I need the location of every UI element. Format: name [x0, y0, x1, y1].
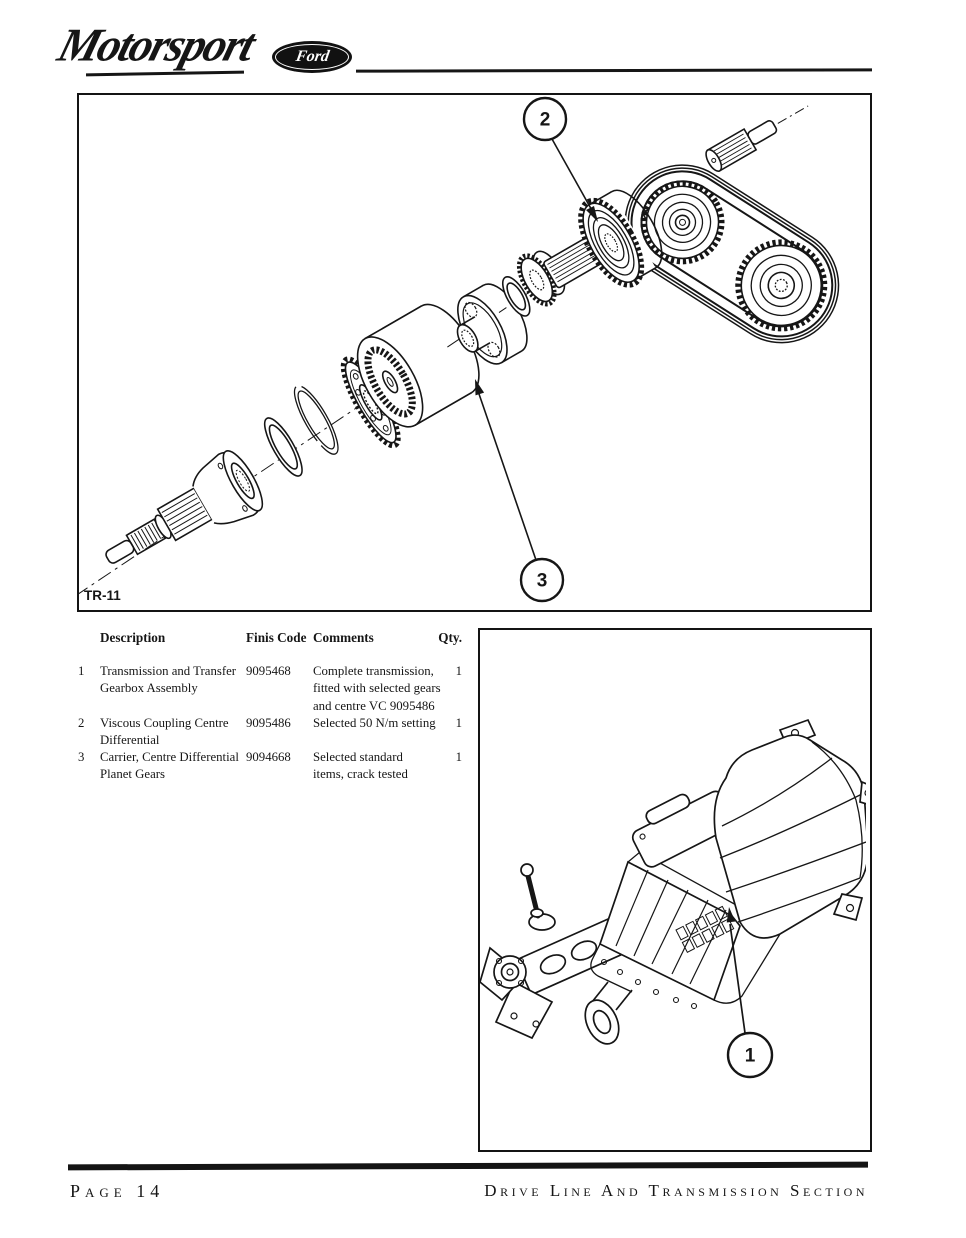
col-qty: Qty.: [438, 630, 462, 645]
ford-logo-text: Ford: [294, 48, 331, 65]
row-num: 2: [78, 715, 85, 730]
col-finis-code: Finis Code: [246, 630, 307, 645]
row-qty: 1: [455, 715, 462, 730]
output-shaft: [105, 450, 264, 564]
row-num: 3: [78, 750, 85, 765]
row-description: Viscous Coupling Centre Differential: [100, 715, 229, 748]
page-number: Page 14: [70, 1181, 165, 1201]
ford-logo: Ford: [272, 41, 352, 73]
header-rule: [355, 68, 873, 73]
section-title: Drive Line And Transmission Section: [484, 1181, 868, 1200]
chain-sprocket-upper: [640, 180, 725, 265]
table-row: 3 Carrier, Centre Differential Planet Ge…: [78, 749, 470, 783]
thrust-washer: [501, 276, 531, 317]
callout-2: 2: [522, 96, 598, 222]
motorsport-logo: Motorsport: [52, 18, 260, 71]
table-row: 2 Viscous Coupling Centre Differential 9…: [78, 715, 470, 749]
exploded-axis-group: [74, 105, 840, 597]
callout-1-number: 1: [745, 1046, 756, 1067]
bell-housing: [713, 718, 877, 939]
row-comments: Selected standard items, crack tested: [313, 750, 408, 782]
gearbox-drawing: 1: [479, 718, 877, 1079]
row-comments: Complete transmission, fitted with selec…: [313, 664, 441, 713]
viscous-coupling-drum: [356, 303, 480, 428]
callout-3-number: 3: [537, 571, 548, 592]
callout-2-number: 2: [540, 110, 551, 131]
table-row: 1 Transmission and Transfer Gearbox Asse…: [78, 663, 470, 715]
gearbox-figure: 1: [478, 628, 877, 1152]
planet-carrier: [456, 283, 528, 365]
row-qty: 1: [455, 664, 462, 679]
ford-oval-ring: [275, 44, 349, 70]
row-finis-code: 9094668: [246, 750, 291, 765]
col-description: Description: [100, 630, 166, 645]
col-comments: Comments: [313, 630, 374, 645]
washer-ring: [263, 417, 303, 477]
callout-3: 3: [475, 379, 565, 603]
figure-label: TR-11: [84, 588, 121, 603]
transfer-chain: [624, 164, 840, 344]
splined-hub: [516, 250, 566, 307]
stub-shaft: [705, 105, 809, 172]
output-flange: [479, 946, 527, 1002]
exploded-view-drawing: 2 3 TR-11: [74, 96, 840, 603]
exploded-view-figure: 2 3 TR-11: [74, 93, 872, 612]
row-description: Transmission and Transfer Gearbox Assemb…: [100, 664, 237, 696]
bottom-output-stub: [584, 981, 633, 1045]
row-finis-code: 9095468: [246, 664, 291, 679]
drive-pulley: [578, 189, 663, 288]
parts-table-header: Description Finis Code Comments Qty.: [78, 629, 470, 646]
row-num: 1: [78, 664, 85, 679]
snap-ring: [293, 385, 339, 455]
row-finis-code: 9095486: [246, 715, 291, 730]
row-description: Carrier, Centre Differential Planet Gear…: [100, 750, 239, 782]
chain-sprocket-lower: [735, 239, 828, 332]
gear-lever: [520, 863, 556, 931]
callout-1: 1: [726, 907, 774, 1079]
row-comments: Selected 50 N/m setting: [313, 715, 436, 730]
row-qty: 1: [455, 750, 462, 765]
parts-table: Description Finis Code Comments Qty. 1 T…: [78, 629, 470, 784]
footer-rule: [67, 1161, 869, 1171]
